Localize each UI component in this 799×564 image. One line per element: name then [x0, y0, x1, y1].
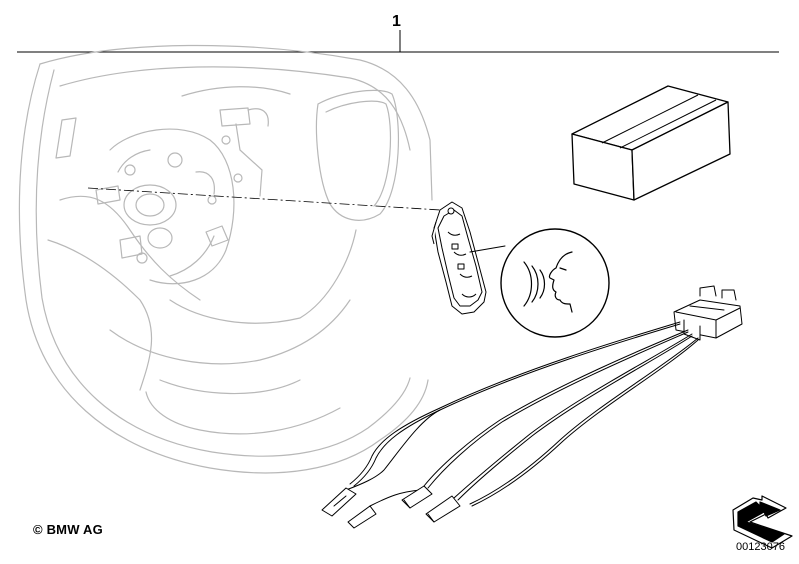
diagram-id-label: 00123076 [736, 541, 785, 553]
voice-control-icon [469, 228, 610, 338]
copyright-label: © BMW AG [33, 522, 103, 537]
part-number-label: 1 [392, 13, 401, 30]
multifunction-switch-icon [431, 201, 487, 315]
wiring-harness-icon [321, 285, 743, 529]
package-box-icon [571, 85, 731, 201]
steering-wheel-icon [18, 44, 433, 474]
module-leader-line [87, 187, 441, 211]
arrow-navigation-icon [732, 495, 793, 549]
